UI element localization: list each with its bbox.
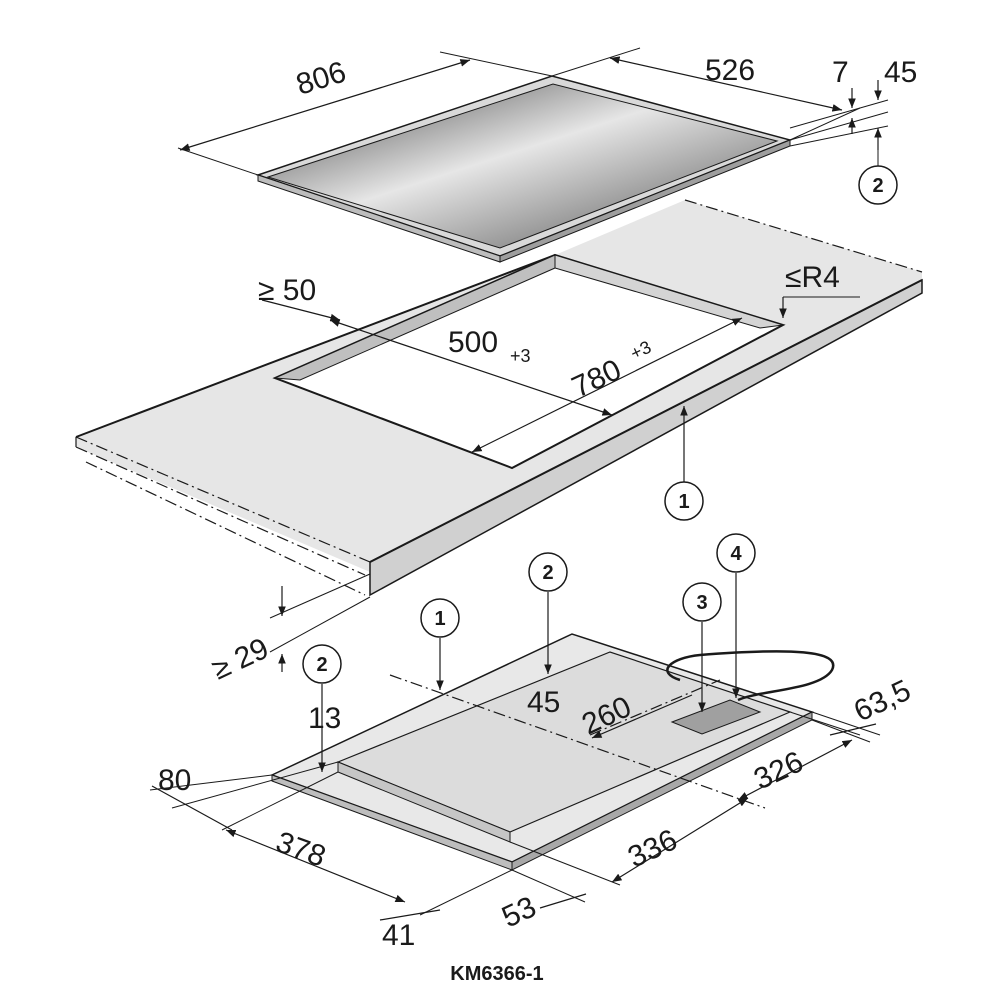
dim-line-526 bbox=[609, 56, 843, 112]
dim-line-378 bbox=[225, 829, 406, 903]
callout-2-top: 2 bbox=[858, 165, 898, 205]
dim-45-top: 45 bbox=[884, 56, 917, 89]
svg-text:1: 1 bbox=[434, 608, 445, 630]
dim-13: 13 bbox=[308, 702, 341, 735]
hob-bottom-view: 260 1 2 45 2 13 3 4 bbox=[149, 533, 916, 952]
cutout-inner-wall-right bbox=[554, 254, 784, 329]
dim-526: 526 bbox=[705, 54, 755, 87]
dim-line-326 bbox=[737, 739, 853, 801]
dim-378: 378 bbox=[272, 826, 330, 874]
svg-text:2: 2 bbox=[316, 654, 327, 676]
dim-line-260 bbox=[591, 694, 693, 739]
dim-500: 500 bbox=[448, 326, 498, 359]
worktop-view: ≥ 50 ≤R4 500 +3 780 +3 1 ≥ 29 bbox=[75, 199, 923, 686]
svg-text:2: 2 bbox=[542, 562, 553, 584]
dim-336: 336 bbox=[623, 823, 682, 874]
dim-45-bottom: 45 bbox=[527, 686, 560, 719]
callout-2-bottom-left: 2 bbox=[302, 644, 342, 684]
svg-text:3: 3 bbox=[696, 592, 707, 614]
connection-box bbox=[670, 699, 762, 735]
callout-1-worktop: 1 bbox=[664, 481, 704, 521]
dim-radius: ≤R4 bbox=[785, 261, 840, 294]
dim-line-780 bbox=[471, 317, 743, 453]
dim-line-336 bbox=[611, 797, 749, 883]
dim-min-50: ≥ 50 bbox=[258, 274, 316, 307]
dim-500-tolerance: +3 bbox=[510, 346, 531, 366]
dim-80: 80 bbox=[158, 764, 191, 797]
dim-806: 806 bbox=[292, 55, 350, 101]
diagram-caption: KM6366-1 bbox=[450, 963, 543, 985]
callout-2-bottom-center: 2 bbox=[528, 552, 568, 592]
callout-4: 4 bbox=[716, 533, 756, 573]
dim-min-29: ≥ 29 bbox=[207, 632, 274, 686]
dim-line-806 bbox=[179, 59, 471, 151]
svg-text:2: 2 bbox=[872, 175, 883, 197]
dim-326: 326 bbox=[749, 745, 808, 796]
dim-41: 41 bbox=[382, 919, 415, 952]
connection-cable bbox=[666, 650, 835, 702]
callout-1-bottom: 1 bbox=[420, 598, 460, 638]
svg-text:4: 4 bbox=[730, 543, 742, 565]
dim-7: 7 bbox=[832, 56, 849, 89]
svg-text:1: 1 bbox=[678, 491, 689, 513]
dim-63-5: 63,5 bbox=[849, 674, 916, 729]
hob-top-view: 806 526 7 45 2 bbox=[177, 47, 917, 263]
callout-3: 3 bbox=[682, 582, 722, 622]
dim-53: 53 bbox=[497, 890, 541, 934]
